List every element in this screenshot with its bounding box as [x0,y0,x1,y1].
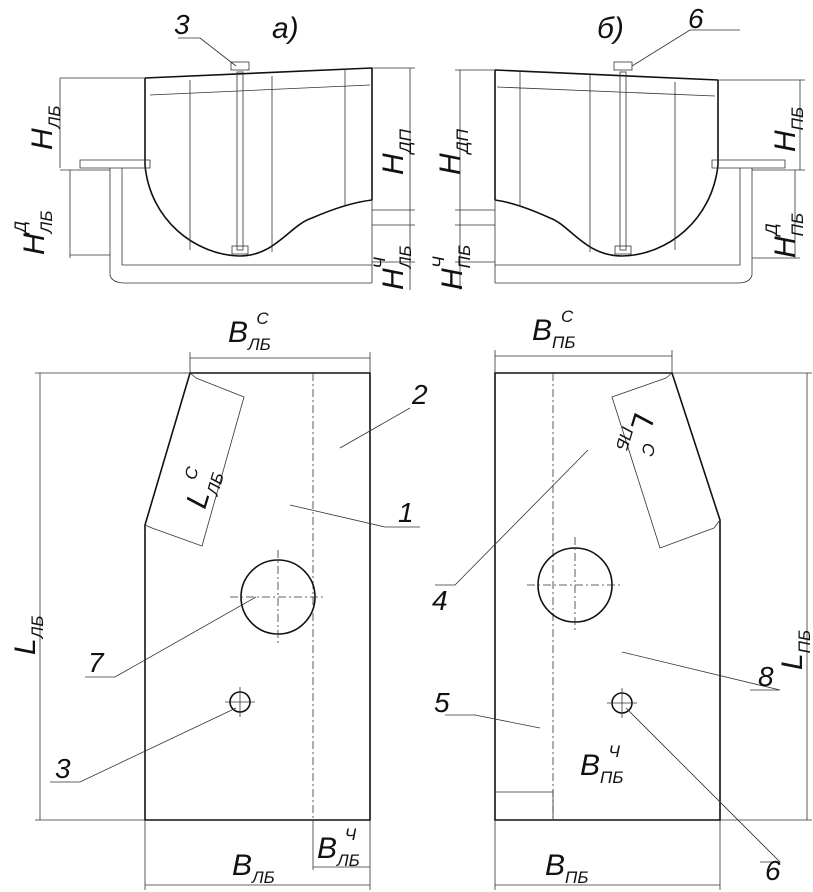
label-l-lb-c: LЛБС [173,463,228,514]
label-h-pb: HПБ [769,107,807,152]
callout-5: 5 [434,687,450,718]
label-b-lb: BЛБ [232,849,275,887]
label-h-lb: HЛБ [26,106,64,150]
label-h-lb-ch: HЛБЧ [370,246,415,290]
side-view-right: 6 б) HПБ HПБД HДП HПБЧ [429,3,807,290]
callout-6-top: 6 [688,3,704,34]
callout-7: 7 [88,647,105,678]
label-b-lb-c: BЛБС [228,309,271,354]
label-h-pb-ch: HПБЧ [429,245,474,290]
side-view-left: 3 а) HЛБ HЛБД HДП HЛБЧ [11,9,415,290]
callout-3-top: 3 [174,9,190,40]
label-b-pb-ch: BПБЧ [580,742,623,787]
plan-view-left: BЛБС LЛБС LЛБ BЛБ BЛБЧ 2 1 7 3 [9,309,428,890]
callout-2: 2 [411,379,428,410]
label-h-dp-right: HДП [434,128,472,175]
label-h-dp-left: HДП [377,128,415,175]
bolt-6 [619,71,627,251]
view-label-a: а) [272,12,299,45]
view-label-b: б) [597,12,624,45]
callout-6-plan: 6 [765,855,781,886]
label-l-pb: LПБ [776,630,813,670]
bolt-3 [236,71,244,251]
label-l-pb-c: LПБС [612,408,667,459]
label-b-pb: BПБ [545,849,588,887]
plan-view-right: BПБС LПБС LПБ BПБ BПБЧ 4 5 8 6 [432,307,813,890]
callout-8: 8 [758,661,774,692]
label-b-lb-ch: BЛБЧ [317,825,360,870]
label-h-lb-d: HЛБД [11,211,56,255]
callout-1: 1 [398,497,414,528]
callout-4: 4 [432,585,448,616]
label-h-pb-d: HПБД [762,213,807,258]
callout-3-plan: 3 [55,753,71,784]
label-l-lb: LЛБ [9,616,47,655]
label-b-pb-c: BПБС [532,307,575,352]
